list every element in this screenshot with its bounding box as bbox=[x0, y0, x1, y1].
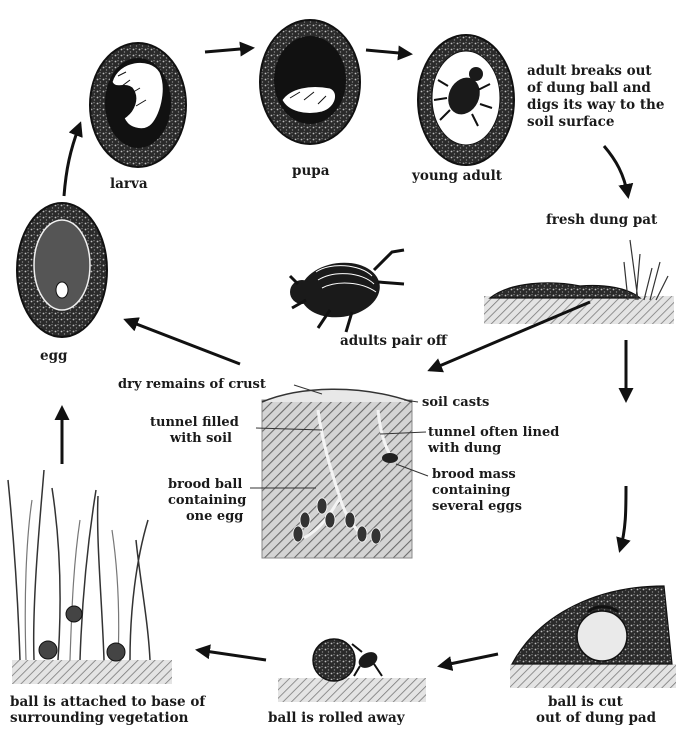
label-brood-mass-1: brood mass bbox=[432, 467, 516, 482]
label-young-adult: young adult bbox=[411, 168, 503, 184]
label-adult-breaks-out-2: of dung ball and bbox=[527, 80, 651, 96]
label-tunnel-soil-1: tunnel filled bbox=[150, 415, 239, 430]
arrow-rolled-to-attached bbox=[198, 650, 266, 660]
young-adult-capsule bbox=[418, 35, 514, 165]
label-egg: egg bbox=[40, 348, 68, 364]
label-ball-cut-2: out of dung pad bbox=[536, 710, 657, 726]
label-ball-attached-2: surrounding vegetation bbox=[10, 710, 189, 726]
label-brood-ball-1: brood ball bbox=[168, 477, 242, 492]
label-larva: larva bbox=[110, 176, 148, 192]
arrow-to-ball-cut bbox=[620, 486, 626, 550]
label-ball-cut-1: ball is cut bbox=[548, 694, 624, 710]
label-dry-remains: dry remains of crust bbox=[118, 377, 266, 392]
label-brood-ball-2: containing bbox=[168, 493, 246, 508]
label-tunnel-soil-2: with soil bbox=[169, 431, 232, 446]
label-ball-rolled: ball is rolled away bbox=[268, 710, 406, 726]
label-soil-casts: soil casts bbox=[422, 395, 489, 410]
label-ball-attached-1: ball is attached to base of bbox=[10, 694, 206, 710]
label-adults-pair-off: adults pair off bbox=[340, 333, 448, 349]
arrow-pupa-to-young-adult bbox=[366, 50, 410, 54]
label-adult-breaks-out-1: adult breaks out bbox=[527, 63, 652, 79]
soil-cross-section bbox=[262, 389, 412, 558]
ball-cut-illustration bbox=[510, 586, 676, 688]
label-pupa: pupa bbox=[292, 163, 330, 179]
arrow-egg-to-larva bbox=[64, 124, 80, 196]
label-brood-mass-3: several eggs bbox=[432, 499, 522, 514]
larva-capsule bbox=[90, 43, 186, 167]
label-adult-breaks-out-4: soil surface bbox=[527, 114, 614, 130]
label-fresh-dung-pat: fresh dung pat bbox=[546, 212, 658, 228]
egg-capsule bbox=[17, 203, 107, 337]
label-adult-breaks-out-3: digs its way to the bbox=[527, 97, 664, 113]
arrow-larva-to-pupa bbox=[205, 48, 252, 52]
arrow-ball-cut-to-rolled bbox=[440, 654, 498, 666]
ball-attached-illustration bbox=[8, 470, 172, 684]
arrow-soil-to-egg bbox=[126, 320, 240, 364]
adult-beetle-illustration bbox=[290, 250, 404, 332]
label-brood-mass-2: containing bbox=[432, 483, 510, 498]
ball-rolled-illustration bbox=[278, 639, 426, 702]
pupa-capsule bbox=[260, 20, 360, 144]
label-brood-ball-3: one egg bbox=[186, 509, 243, 524]
label-tunnel-dung-2: with dung bbox=[427, 441, 501, 456]
arrow-young-adult-to-dung-pat bbox=[604, 146, 628, 196]
label-tunnel-dung-1: tunnel often lined bbox=[428, 425, 559, 440]
fresh-dung-pat-illustration bbox=[484, 240, 674, 324]
